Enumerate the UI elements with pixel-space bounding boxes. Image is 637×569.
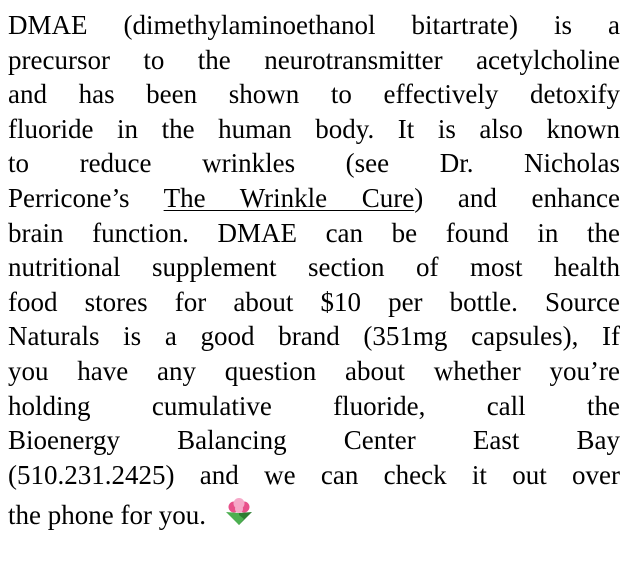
text-line: fluoride in the human body. It is also k…: [8, 113, 620, 144]
text-line: DMAE (dimethylaminoethanol bitartrate) i…: [8, 10, 620, 40]
book-title: The Wrinkle Cure: [163, 182, 415, 213]
text-line: brain function. DMAE can be found in the: [8, 217, 620, 248]
flower-icon: [224, 497, 254, 527]
text-segment: Perricone’s: [8, 182, 164, 213]
document-body: DMAE (dimethylaminoethanol bitartrate) i…: [8, 8, 620, 533]
text-line: precursor to the neurotransmitter acetyl…: [8, 44, 620, 75]
text-line: you have any question about whether you’…: [8, 355, 620, 386]
text-segment: ) and enhance: [414, 182, 620, 213]
text-line: to reduce wrinkles (see Dr. Nicholas: [8, 148, 620, 179]
text-line: Naturals is a good brand (351mg capsules…: [8, 321, 620, 352]
text-line: nutritional supplement section of most h…: [8, 252, 620, 283]
text-line: holding cumulative fluoride, call the: [8, 390, 620, 421]
text-line: (510.231.2425) and we can check it out o…: [8, 459, 620, 490]
text-line: and has been shown to effectively detoxi…: [8, 79, 620, 110]
text-line-with-book-title: Perricone’s The Wrinkle Cure) and enhanc…: [8, 181, 620, 216]
text-segment: the phone for you.: [8, 500, 206, 531]
text-line: Bioenergy Balancing Center East Bay: [8, 425, 620, 456]
text-line: food stores for about $10 per bottle. So…: [8, 286, 620, 317]
text-line-last: the phone for you.: [8, 497, 620, 533]
